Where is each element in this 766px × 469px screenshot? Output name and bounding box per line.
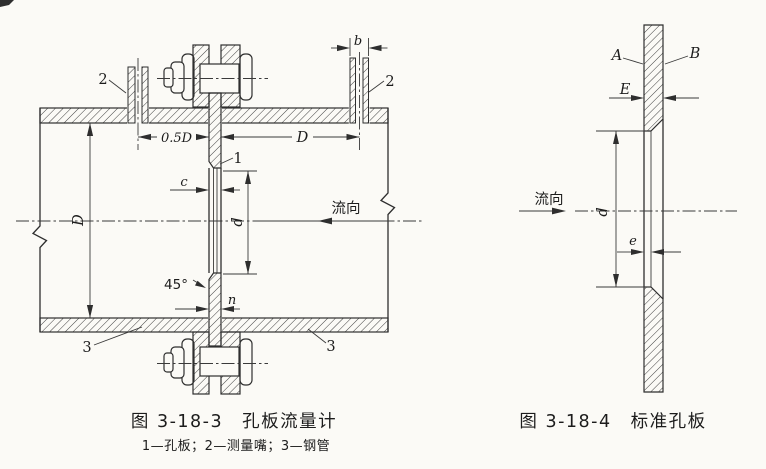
left-figure-legend: 1—孔板；2—测量嘴；3—钢管 xyxy=(142,439,330,454)
plate-upper-section xyxy=(643,24,664,132)
dim-0-5D: 0.5D xyxy=(138,131,209,146)
dim-D-horizontal: D xyxy=(221,130,360,146)
pressure-tap-left xyxy=(127,58,149,150)
dim-n: n xyxy=(175,293,240,312)
bolt-tip xyxy=(163,352,174,373)
arrowhead xyxy=(196,306,209,312)
arrowhead xyxy=(346,133,360,141)
arrowhead xyxy=(86,305,94,318)
bolt-tip xyxy=(163,67,174,88)
nut-lobe-right xyxy=(239,53,253,101)
part-callout-3-right-pipe: 3 xyxy=(307,328,336,355)
face-label-B: B xyxy=(664,46,701,65)
label-B: B xyxy=(689,46,701,62)
arrowhead xyxy=(138,133,151,141)
part-callout-2-right-tap: 2 xyxy=(368,74,395,93)
flow-label: 流向 xyxy=(535,191,564,208)
tap-right-wall-a xyxy=(349,57,356,124)
dim-e: e xyxy=(617,234,681,255)
flow-direction-left-figure: 流向 xyxy=(256,200,384,225)
right-figure-standard-orifice: 流向 A B E d xyxy=(519,24,737,432)
dim-D-vertical: D xyxy=(71,123,94,318)
arrowhead xyxy=(196,187,209,193)
dim-label-d: d xyxy=(595,207,611,216)
flow-label: 流向 xyxy=(332,200,361,217)
dim-label-c: c xyxy=(180,175,188,190)
left-figure-caption: 图 3-18-3 孔板流量计 xyxy=(131,412,337,432)
arrowhead xyxy=(245,171,251,184)
flow-direction-right-figure: 流向 xyxy=(519,191,566,215)
chamfer-angle-annotation: 45° xyxy=(164,277,206,293)
dim-c: c xyxy=(170,175,240,193)
dim-label-d: d xyxy=(230,217,246,226)
arrowhead xyxy=(245,261,251,274)
plate-lower-section xyxy=(208,272,222,347)
pressure-tap-right xyxy=(349,52,369,150)
pipe-break-left xyxy=(31,108,48,332)
part-number-1: 1 xyxy=(233,151,242,167)
arrowhead xyxy=(651,249,664,255)
dim-label-E: E xyxy=(619,82,631,98)
part-callout-1-orifice-plate: 1 xyxy=(219,151,243,167)
arrowhead xyxy=(368,44,382,52)
nut-lobe-right xyxy=(239,338,253,386)
angle-label-45: 45° xyxy=(164,277,188,293)
arrowhead xyxy=(221,133,234,141)
part-number-3: 3 xyxy=(82,340,91,356)
dim-label-0-5D: 0.5D xyxy=(161,131,193,146)
part-callout-3-left-pipe: 3 xyxy=(82,326,143,356)
face-label-A: A xyxy=(610,48,644,65)
leader-line xyxy=(368,80,385,93)
plate-lower-section xyxy=(643,286,664,393)
pipe-break-right xyxy=(379,108,396,332)
arrowhead xyxy=(613,131,619,144)
dim-label-D: D xyxy=(296,130,309,146)
dim-label-b: b xyxy=(354,34,362,49)
orifice-plate-section xyxy=(643,24,664,393)
clamp-assembly-top xyxy=(157,44,268,108)
label-A: A xyxy=(610,48,622,64)
tap-right-wall-b xyxy=(362,57,369,124)
dim-b: b xyxy=(331,34,388,56)
scan-mark xyxy=(0,0,14,7)
dim-d-right-figure: d xyxy=(595,130,650,288)
leader-line xyxy=(219,157,234,165)
leader-line xyxy=(108,79,127,94)
flow-arrowhead xyxy=(318,217,332,225)
part-number-3: 3 xyxy=(326,339,335,355)
arrowhead xyxy=(196,133,209,141)
arrowhead xyxy=(195,280,206,288)
part-number-2: 2 xyxy=(385,74,394,90)
leader-line xyxy=(307,328,327,344)
arrowhead xyxy=(221,306,234,312)
arrowhead xyxy=(631,249,644,255)
tap-left-wall-a xyxy=(127,66,136,124)
part-callout-2-left-tap: 2 xyxy=(98,72,127,94)
part-number-2: 2 xyxy=(98,72,107,88)
gland-body xyxy=(199,346,240,377)
dim-label-n: n xyxy=(228,293,236,308)
tap-left-wall-b xyxy=(141,66,149,124)
right-figure-caption: 图 3-18-4 标准孔板 xyxy=(519,412,706,432)
arrowhead xyxy=(221,187,234,193)
arrowhead xyxy=(613,274,619,287)
left-figure-orifice-flowmeter: 流向 xyxy=(16,34,424,454)
plate-upper-section xyxy=(208,92,222,169)
arrowhead xyxy=(337,44,350,52)
arrowhead xyxy=(86,123,94,136)
leader-line xyxy=(664,55,689,65)
leader-line xyxy=(93,326,143,346)
orifice-plate xyxy=(208,92,222,347)
arrowhead xyxy=(663,95,676,101)
arrowhead xyxy=(631,95,644,101)
dim-E: E xyxy=(609,82,699,101)
dim-d-left-figure: d xyxy=(223,170,257,275)
leader-line xyxy=(622,57,644,65)
clamp-assembly-bottom xyxy=(157,331,268,395)
flow-arrowhead xyxy=(552,207,566,215)
dim-label-e: e xyxy=(629,234,637,249)
dim-label-pipe-D: D xyxy=(71,214,87,227)
